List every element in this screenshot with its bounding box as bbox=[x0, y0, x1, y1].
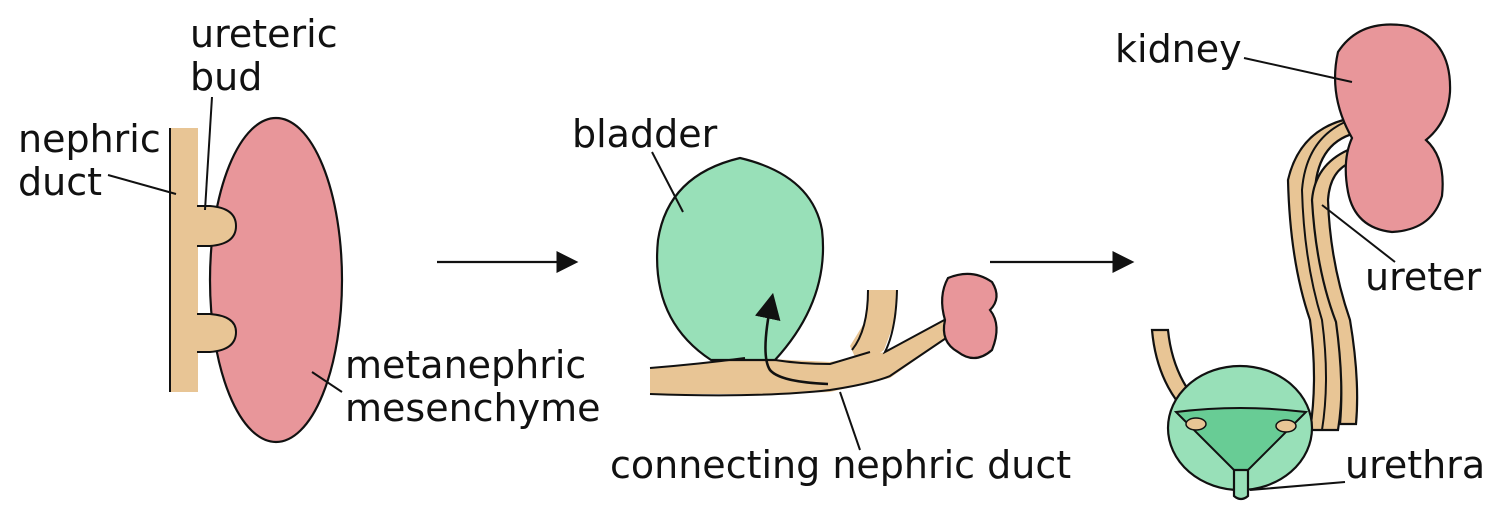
bladder-shape-stage2 bbox=[656, 156, 825, 362]
bladder-leader bbox=[651, 151, 684, 213]
kidney-shape-stage2 bbox=[941, 272, 998, 360]
kidney-leader bbox=[1243, 57, 1353, 83]
urethra-label: urethra bbox=[1345, 443, 1485, 487]
metanephric-mesenchyme-shape bbox=[208, 116, 344, 444]
kidney-label: kidney bbox=[1115, 27, 1242, 71]
ureter-opening-right bbox=[1275, 419, 1297, 433]
duct-outline-2 bbox=[649, 331, 956, 397]
nephric-duct-label-line1: nephric bbox=[18, 117, 161, 161]
stage-2: bladder connecting nephric duct bbox=[572, 112, 1071, 487]
mesenchyme-label-line1: metanephric bbox=[345, 343, 586, 387]
ureter-label: ureter bbox=[1365, 255, 1482, 299]
stage-1: ureteric bud nephric duct metanephric me… bbox=[18, 12, 601, 444]
bladder-label: bladder bbox=[572, 112, 718, 156]
nephric-duct-leader bbox=[107, 174, 177, 195]
urethra-leader bbox=[1249, 481, 1346, 491]
nephric-duct-label-line2: duct bbox=[18, 160, 102, 204]
ureteric-bud-label-line2: bud bbox=[190, 55, 262, 99]
stage-3: kidney ureter urethra bbox=[1115, 23, 1485, 501]
ureteric-bud-label-line1: ureteric bbox=[190, 12, 338, 56]
nephric-duct-shape bbox=[170, 128, 198, 392]
bladder-inner-triangle bbox=[1173, 407, 1309, 471]
ureteric-bud-leader bbox=[204, 96, 213, 211]
ureter-leader bbox=[1321, 204, 1396, 263]
kidney-shape-stage3 bbox=[1333, 23, 1452, 234]
ureteric-bud-shape-lower bbox=[197, 313, 238, 353]
ureter-shape-2 bbox=[1310, 148, 1359, 426]
ureter-opening-left bbox=[1185, 417, 1207, 431]
ureter-inner-line-1 bbox=[1300, 121, 1346, 431]
mesenchyme-label-line2: mesenchyme bbox=[345, 386, 601, 430]
nephric-duct-branch-shape bbox=[850, 290, 898, 368]
connecting-nephric-duct-shape bbox=[650, 318, 955, 394]
connecting-duct-label: connecting nephric duct bbox=[610, 443, 1071, 487]
curved-arrow bbox=[754, 292, 829, 386]
duct-outline-3 bbox=[774, 351, 871, 366]
urethra-shape bbox=[1232, 468, 1250, 501]
mesenchyme-leader bbox=[311, 371, 343, 393]
duct-outline-5 bbox=[882, 289, 949, 355]
duct-outline-1 bbox=[649, 357, 746, 369]
duct-outline-4 bbox=[851, 289, 869, 351]
ureteric-bud-shape-upper bbox=[197, 205, 238, 247]
connecting-duct-leader bbox=[839, 391, 861, 451]
